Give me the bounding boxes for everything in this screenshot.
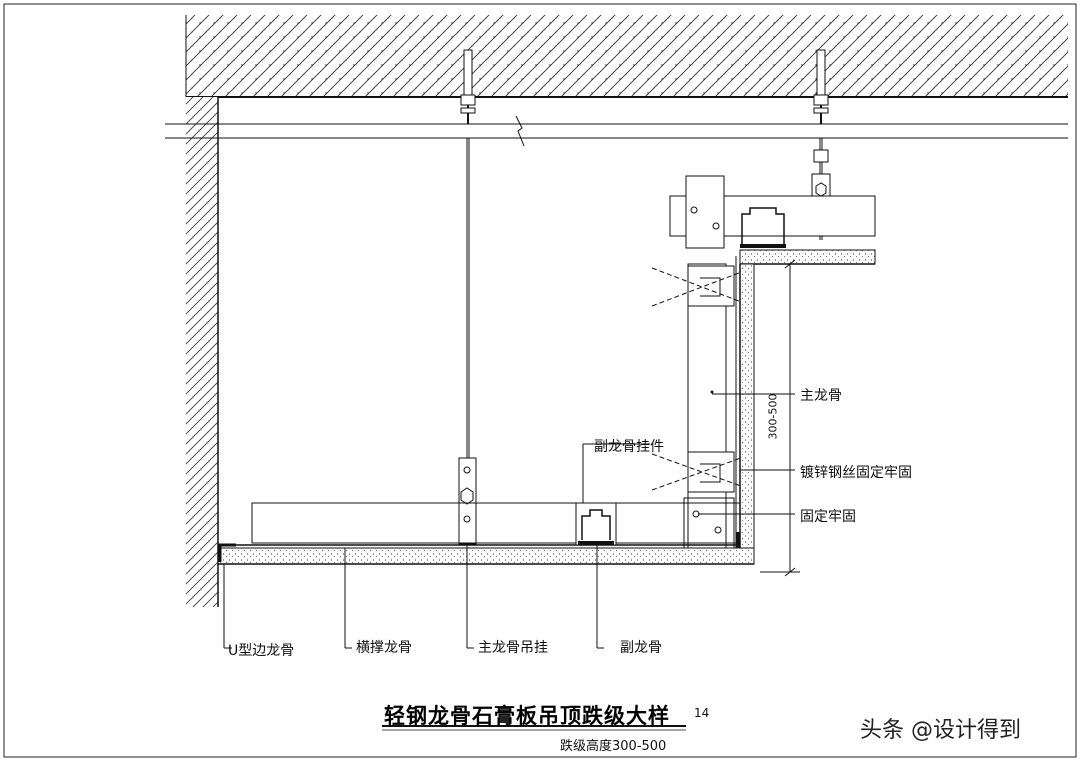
anchor-bolt-right: [813, 49, 829, 124]
label-dimension: 300-500: [766, 393, 780, 440]
drawing-subtitle: 跌级高度300-500: [560, 739, 667, 754]
watermark: 头条 @设计得到: [860, 718, 1021, 743]
label-galvanized-wire: 镀锌钢丝固定牢固: [800, 465, 912, 481]
label-main-keel: 主龙骨: [800, 388, 842, 404]
dimension-300-500: [760, 259, 800, 577]
side-wall: [186, 97, 218, 607]
concrete-slab: [186, 15, 1068, 97]
side-gypsum-board: [739, 263, 755, 565]
label-sub-keel-hanger: 副龙骨挂件: [594, 439, 664, 455]
label-u-edge-keel: U型边龙骨: [228, 643, 295, 659]
upper-main-keel-band: [165, 97, 1068, 147]
anchor-bolt-left: [460, 49, 476, 124]
upper-main-keel: [669, 175, 876, 249]
vertical-main-keel: [683, 263, 735, 549]
sub-keel-profile: [575, 502, 617, 546]
drawing-number: 14: [694, 706, 710, 720]
drawing-frame: [3, 3, 1077, 758]
wire-marks: [651, 267, 753, 491]
label-main-keel-hanger: 主龙骨吊挂: [478, 640, 548, 656]
lower-ceiling: [217, 502, 755, 565]
label-sub-keel: 副龙骨: [620, 640, 662, 656]
upper-gypsum-board: [739, 249, 876, 265]
drawing-title: 轻钢龙骨石膏板吊顶跌级大样: [384, 703, 670, 728]
label-fixed-firm: 固定牢固: [800, 509, 856, 525]
hanger-rod-left: [458, 138, 477, 545]
leader-lines: [223, 393, 795, 649]
label-cross-brace-keel: 横撑龙骨: [356, 640, 412, 656]
